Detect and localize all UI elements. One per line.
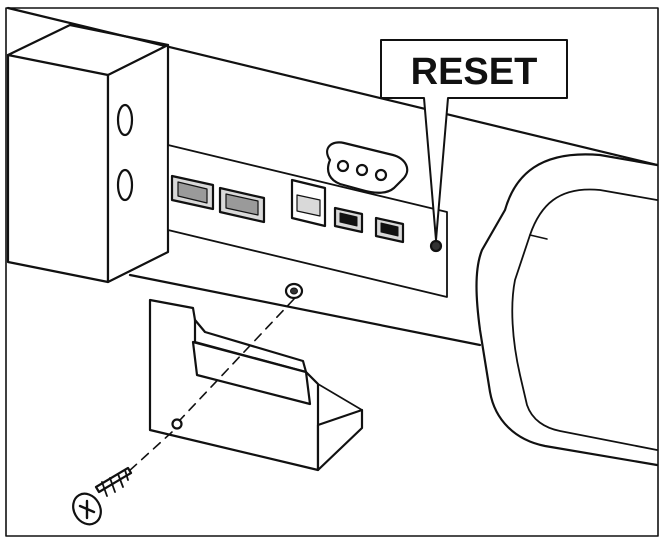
side-hole-lower [116, 168, 134, 202]
reset-callout [380, 39, 568, 241]
wall-bracket [148, 298, 364, 472]
power-socket [326, 141, 409, 194]
mounting-screw [72, 466, 133, 526]
hdmi-port [333, 206, 364, 234]
alignment-line [127, 431, 173, 473]
lan-port [170, 174, 215, 211]
reset-button [429, 239, 443, 253]
side-hole-upper [116, 103, 134, 137]
speaker-end-cap [6, 53, 110, 284]
reset-label: RESET [411, 51, 538, 93]
rear-connector-panel [167, 144, 448, 298]
alignment-line [179, 298, 295, 421]
diagram-frame [5, 7, 659, 537]
speaker-end-cap-right [475, 153, 659, 467]
hdmi-port [374, 216, 405, 244]
lan-port [218, 186, 266, 224]
hdmi-port [290, 178, 327, 228]
speaker-bar [6, 6, 659, 347]
